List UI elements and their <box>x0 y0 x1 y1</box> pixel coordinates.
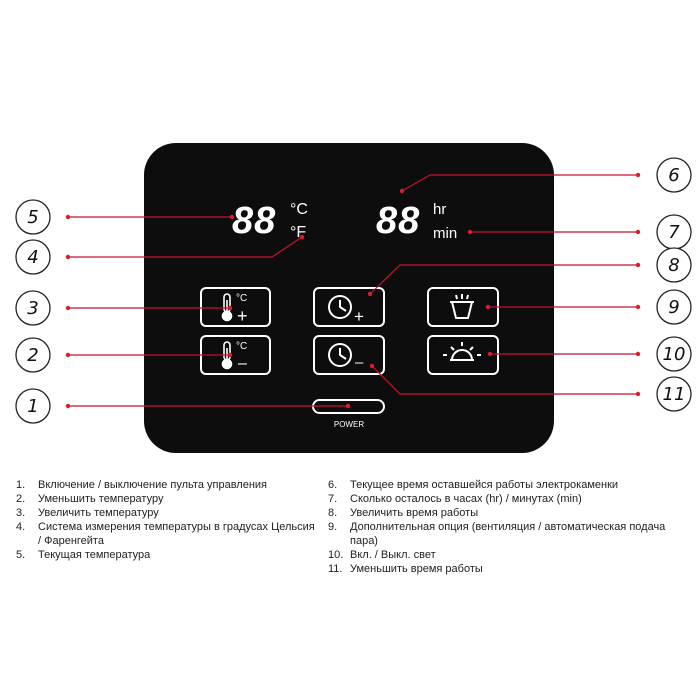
light-button[interactable] <box>427 335 499 375</box>
callout-number-11: 11 <box>663 384 686 405</box>
callout-number-1: 1 <box>27 396 38 417</box>
legend-item: 8. Увеличить время работы <box>328 506 688 520</box>
legend-item: 1. Включение / выключение пульта управле… <box>16 478 316 492</box>
power-label: POWER <box>334 420 364 429</box>
time-display: 88 <box>376 200 420 242</box>
temp-down-sign: – <box>238 355 247 372</box>
legend-number: 5. <box>16 549 26 561</box>
legend-right: 6. Текущее время оставшейся работы элект… <box>328 478 688 576</box>
legend-item: 7. Сколько осталось в часах (hr) / минут… <box>328 492 688 506</box>
legend-item: 11. Уменьшить время работы <box>328 562 688 576</box>
time-up-sign: + <box>354 307 364 326</box>
legend-text: Уменьшить время работы <box>350 563 483 575</box>
legend-number: 7. <box>328 493 338 505</box>
legend-number: 6. <box>328 479 338 491</box>
callout-number-6: 6 <box>668 165 679 186</box>
celsius-unit-label: °C <box>290 201 308 218</box>
temp-up-sign: + <box>237 306 248 326</box>
callout-circles <box>15 157 692 424</box>
legend-item: 10. Вкл. / Выкл. свет <box>328 548 688 562</box>
time-up-button[interactable]: + <box>313 287 385 327</box>
temperature-down-button[interactable]: °C – <box>200 335 271 375</box>
legend-item: 6. Текущее время оставшейся работы элект… <box>328 478 688 492</box>
legend-item: 4. Система измерения температуры в граду… <box>16 520 316 548</box>
callout-number-9: 9 <box>668 297 679 318</box>
callout-number-7: 7 <box>668 222 680 243</box>
control-panel <box>144 143 554 453</box>
legend-item: 2. Уменьшить температуру <box>16 492 316 506</box>
callout-number-10: 10 <box>663 344 686 365</box>
legend-number: 3. <box>16 507 26 519</box>
callout-lines <box>68 174 638 407</box>
minutes-unit-label: min <box>433 225 457 242</box>
legend-item: 5. Текущая температура <box>16 548 316 562</box>
thermometer-icon <box>221 341 233 370</box>
legend-number: 10. <box>328 549 344 561</box>
temp-down-unit: °C <box>236 341 247 352</box>
legend-text: Увеличить температуру <box>38 507 159 519</box>
time-down-button[interactable]: – <box>313 335 385 375</box>
legend-left: 1. Включение / выключение пульта управле… <box>16 478 316 562</box>
temperature-up-button[interactable]: °C + <box>200 287 271 327</box>
legend-item: 3. Увеличить температуру <box>16 506 316 520</box>
thermometer-icon <box>221 293 233 322</box>
legend-text: Увеличить время работы <box>350 507 479 519</box>
legend-number: 4. <box>16 521 26 533</box>
legend-number: 11. <box>328 563 343 575</box>
callout-dots <box>65 172 641 409</box>
time-down-sign: – <box>355 354 364 371</box>
callout-number-3: 3 <box>27 298 38 319</box>
clock-icon <box>328 295 352 319</box>
callout-number-8: 8 <box>668 255 679 276</box>
temperature-display: 88 <box>232 200 276 242</box>
legend-text: Сколько осталось в часах (hr) / минутах … <box>350 493 582 505</box>
legend-text: Включение / выключение пульта управления <box>38 479 267 491</box>
legend-text: Дополнительная опция (вентиляция / автом… <box>350 521 666 547</box>
callout-number-4: 4 <box>27 247 38 268</box>
clock-icon <box>328 343 352 367</box>
legend-number: 2. <box>16 493 26 505</box>
legend-text: Текущее время оставшейся работы электрок… <box>350 479 619 491</box>
hours-unit-label: hr <box>433 201 446 218</box>
legend-text: Система измерения температуры в градусах… <box>38 521 315 547</box>
temp-up-unit: °C <box>236 293 247 304</box>
legend-number: 9. <box>328 521 338 533</box>
legend-number: 1. <box>16 479 26 491</box>
legend-number: 8. <box>328 507 338 519</box>
legend-item: 9. Дополнительная опция (вентиляция / ав… <box>328 520 688 548</box>
steam-cup-icon <box>450 294 474 319</box>
fahrenheit-unit-label: °F <box>290 224 306 241</box>
lamp-icon <box>443 342 481 361</box>
control-panel-diagram: 88 °C °F 88 hr min °C + °C – + <box>15 143 692 453</box>
legend-text: Вкл. / Выкл. свет <box>350 549 436 561</box>
legend-text: Текущая температура <box>38 549 151 561</box>
legend-text: Уменьшить температуру <box>38 493 164 505</box>
callout-number-5: 5 <box>27 207 38 228</box>
callout-number-2: 2 <box>27 345 38 366</box>
